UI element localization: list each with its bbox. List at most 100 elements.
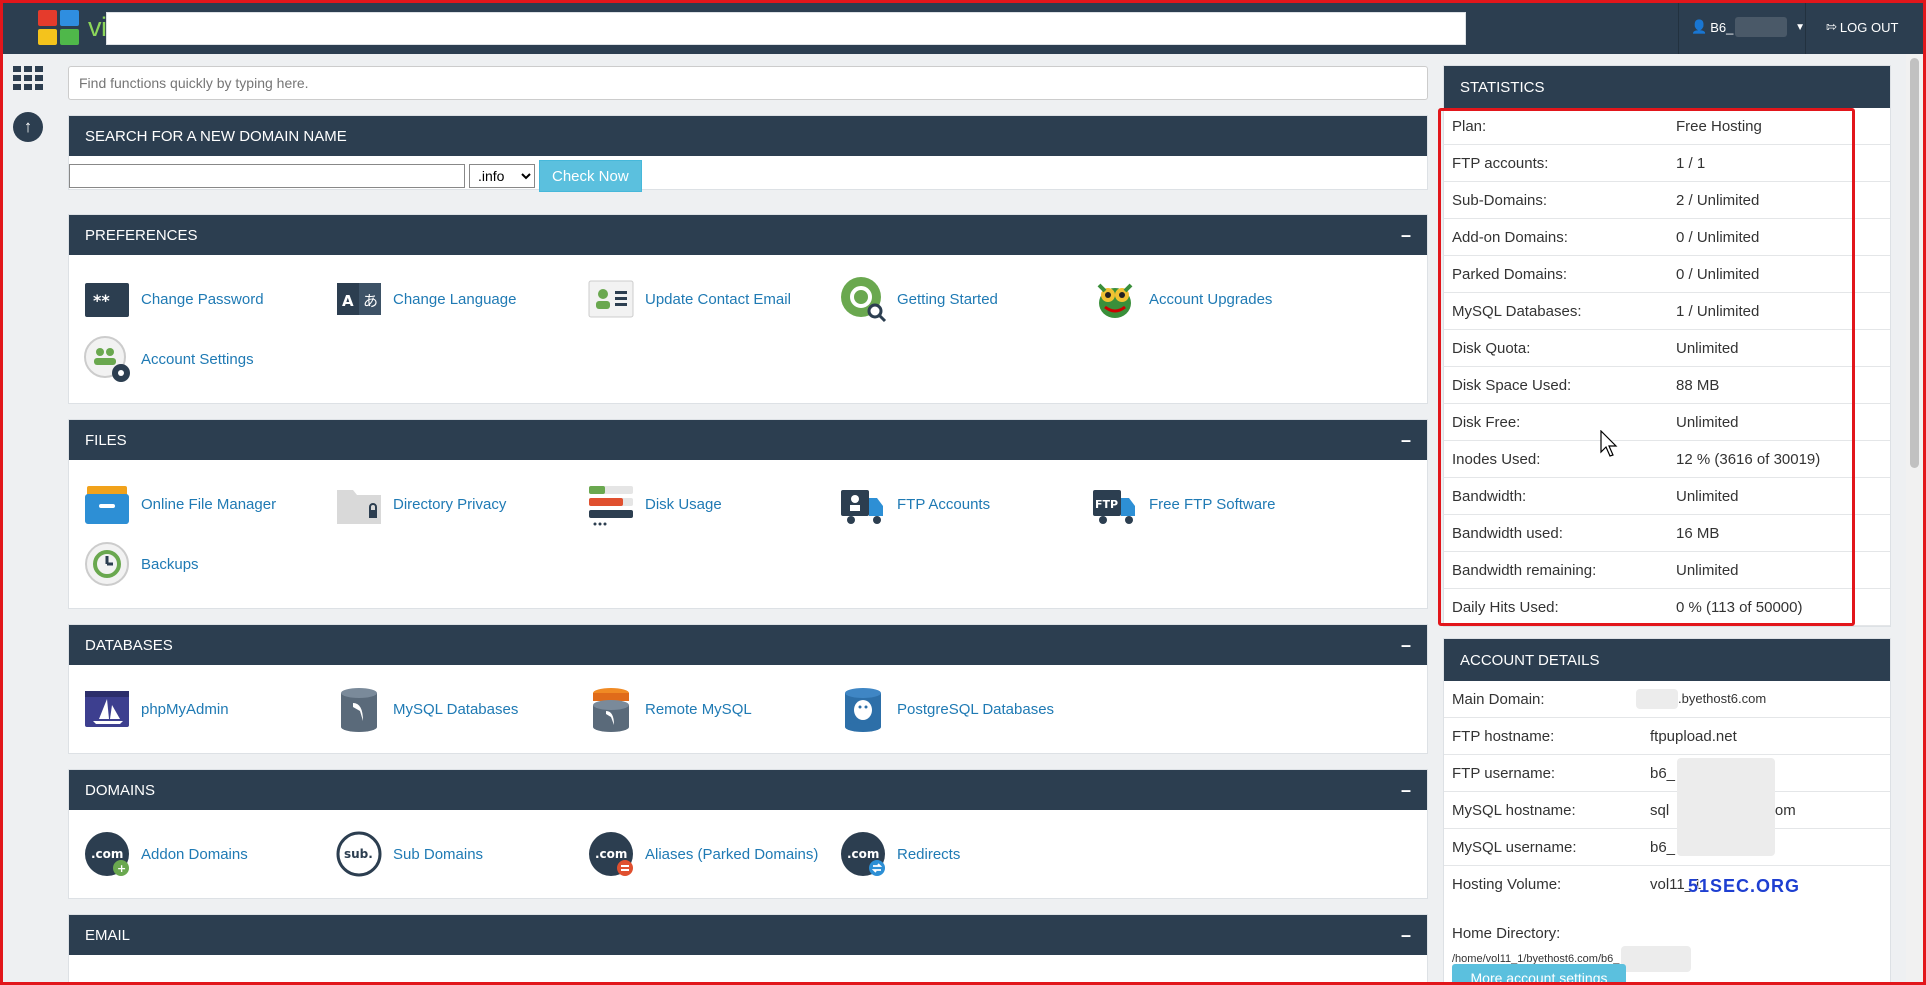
statistics-label: Add-on Domains: — [1452, 228, 1568, 246]
panel-title: ACCOUNT DETAILS — [1460, 651, 1600, 669]
statistics-label: Disk Space Used: — [1452, 376, 1572, 394]
user-icon: 👤 — [1691, 19, 1708, 34]
panel-title: DATABASES — [85, 636, 173, 654]
item-label[interactable]: Change Language — [393, 290, 517, 308]
statistics-row: Bandwidth:Unlimited — [1444, 478, 1890, 515]
statistics-row: Disk Quota:Unlimited — [1444, 330, 1890, 367]
statistics-row: Parked Domains: 0 / Unlimited — [1444, 256, 1890, 293]
item-label[interactable]: MySQL Databases — [393, 700, 519, 718]
main-domain-row: Main Domain: .byethost6.com — [1444, 681, 1890, 718]
statistics-value: Unlimited — [1676, 561, 1739, 579]
upload-icon[interactable]: ↑ — [13, 112, 43, 142]
statistics-label: Bandwidth used: — [1452, 524, 1563, 542]
item-label[interactable]: Change Password — [141, 290, 264, 308]
panel-header: EMAIL – — [69, 915, 1427, 955]
logout-button[interactable]: ⇰ LOG OUT — [1826, 0, 1898, 54]
sub-domains-item[interactable]: sub. Sub Domains — [335, 824, 587, 884]
svg-text:.com: .com — [595, 847, 627, 861]
check-now-button[interactable]: Check Now — [539, 160, 642, 192]
getting-started-icon — [839, 275, 887, 323]
item-label[interactable]: PostgreSQL Databases — [897, 700, 1055, 718]
dragon-icon — [1091, 275, 1139, 323]
tld-select[interactable]: .info — [469, 164, 535, 188]
password-icon: ** — [83, 275, 131, 323]
top-navbar: vistapanel 👤 B6_ ▼ ⇰ LOG OUT — [0, 0, 1926, 54]
free-ftp-software-item[interactable]: FTP Free FTP Software — [1091, 474, 1343, 534]
collapse-icon[interactable]: – — [1400, 635, 1411, 655]
function-search-input[interactable] — [68, 66, 1428, 100]
item-label[interactable]: Free FTP Software — [1149, 495, 1276, 513]
scrollbar[interactable] — [1906, 54, 1923, 985]
statistics-label: Bandwidth: — [1452, 487, 1527, 505]
scrollbar-thumb[interactable] — [1910, 58, 1919, 468]
item-label[interactable]: Directory Privacy — [393, 495, 507, 513]
statistics-value: 0 / Unlimited — [1676, 265, 1760, 283]
svg-text:+: + — [117, 862, 126, 875]
item-label[interactable]: phpMyAdmin — [141, 700, 229, 718]
account-upgrades-item[interactable]: Account Upgrades — [1091, 269, 1343, 329]
statistics-row: Inodes Used:12 % (3616 of 30019) — [1444, 441, 1890, 478]
account-details-panel: ACCOUNT DETAILS Main Domain: .byethost6.… — [1443, 638, 1891, 985]
item-label[interactable]: FTP Accounts — [897, 495, 991, 513]
item-label[interactable]: Getting Started — [897, 290, 998, 308]
phpmyadmin-item[interactable]: phpMyAdmin — [83, 679, 335, 739]
change-password-item[interactable]: ** Change Password — [83, 269, 335, 329]
collapse-icon[interactable]: – — [1400, 780, 1411, 800]
collapse-icon[interactable]: – — [1400, 430, 1411, 450]
backups-item[interactable]: Backups — [83, 534, 335, 594]
postgresql-databases-item[interactable]: PostgreSQL Databases — [839, 679, 1091, 739]
vistapanel-logo[interactable]: vistapanel — [38, 10, 1466, 45]
domain-name-input[interactable] — [69, 164, 465, 188]
statistics-label: Parked Domains: — [1452, 265, 1568, 283]
directory-privacy-item[interactable]: Directory Privacy — [335, 474, 587, 534]
ftp-accounts-item[interactable]: FTP Accounts — [839, 474, 1091, 534]
item-label[interactable]: Disk Usage — [645, 495, 722, 513]
addon-domains-item[interactable]: .com+ Addon Domains — [83, 824, 335, 884]
item-label[interactable]: Account Settings — [141, 350, 254, 368]
account-settings-item[interactable]: Account Settings — [83, 329, 335, 389]
collapse-icon[interactable]: – — [1400, 225, 1411, 245]
svg-text:.com: .com — [91, 847, 123, 861]
getting-started-item[interactable]: Getting Started — [839, 269, 1091, 329]
item-label[interactable]: Remote MySQL — [645, 700, 752, 718]
chevron-down-icon: ▼ — [1795, 21, 1805, 33]
user-menu[interactable]: 👤 B6_ ▼ — [1678, 0, 1806, 54]
statistics-value: 2 / Unlimited — [1676, 191, 1760, 209]
statistics-row: Sub-Domains:2 / Unlimited — [1444, 182, 1890, 219]
item-label[interactable]: Account Upgrades — [1149, 290, 1273, 308]
item-label[interactable]: Addon Domains — [141, 845, 248, 863]
locked-folder-icon — [335, 480, 383, 528]
more-account-settings-button[interactable]: More account settings — [1452, 964, 1626, 985]
statistics-label: Plan: — [1452, 117, 1487, 135]
update-contact-email-item[interactable]: Update Contact Email — [587, 269, 839, 329]
hosting-volume-row: Hosting Volume: vol11_1 — [1452, 876, 1702, 893]
aliases-parked-domains-item[interactable]: .com Aliases (Parked Domains) — [587, 824, 839, 884]
disk-usage-item[interactable]: Disk Usage — [587, 474, 839, 534]
apps-grid-icon[interactable] — [13, 66, 43, 90]
panel-header: STATISTICS — [1444, 66, 1890, 108]
item-label[interactable]: Aliases (Parked Domains) — [645, 845, 819, 863]
remote-mysql-item[interactable]: Remote MySQL — [587, 679, 839, 739]
statistics-value: 0 % (113 of 50000) — [1676, 598, 1803, 616]
item-label[interactable]: Backups — [141, 555, 199, 573]
statistics-row: Plan: Free Hosting — [1444, 108, 1890, 145]
collapse-icon[interactable]: – — [1400, 925, 1411, 945]
statistics-row: FTP accounts: 1 / 1 — [1444, 145, 1890, 182]
item-label[interactable]: Redirects — [897, 845, 961, 863]
redirects-item[interactable]: .com Redirects — [839, 824, 1091, 884]
logout-icon: ⇰ — [1826, 19, 1837, 34]
statistics-label: MySQL Databases: — [1452, 302, 1582, 320]
item-label[interactable]: Online File Manager — [141, 495, 277, 513]
statistics-value: 1 / 1 — [1676, 154, 1706, 172]
item-label[interactable]: Sub Domains — [393, 845, 484, 863]
ftp-username-value: b6_ — [1650, 764, 1676, 782]
username-redacted — [1735, 17, 1788, 37]
panel-title: FILES — [85, 431, 127, 449]
item-label[interactable]: Update Contact Email — [645, 290, 791, 308]
statistics-value: Free Hosting — [1676, 117, 1762, 135]
online-file-manager-item[interactable]: Online File Manager — [83, 474, 335, 534]
statistics-label: FTP accounts: — [1452, 154, 1549, 172]
mysql-databases-item[interactable]: MySQL Databases — [335, 679, 587, 739]
